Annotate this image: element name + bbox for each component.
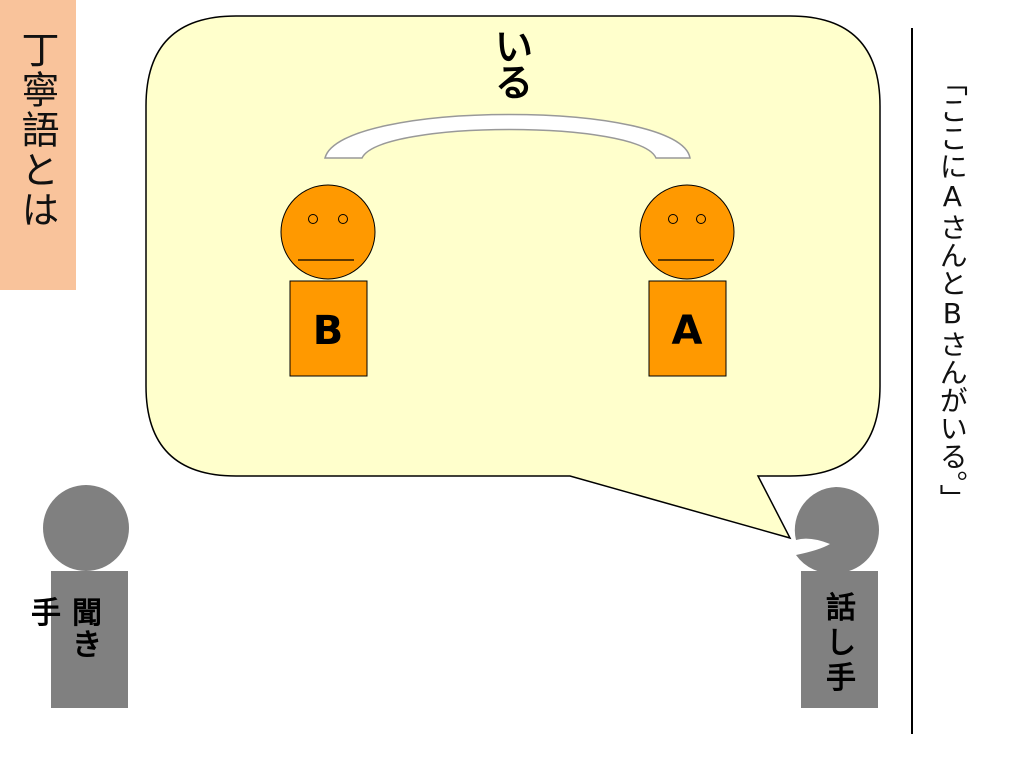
person-a-body [648,280,727,377]
bubble-word-bottom: る [495,61,533,105]
speaker-label-mid: し [826,626,856,661]
speech-bubble [145,15,881,540]
person-a-head [639,184,735,280]
listener-head [43,485,129,571]
vertical-divider [911,28,913,734]
person-a-eye-left [668,214,678,224]
speaker-figure: 話 し 手 [794,487,879,708]
speaker-label-top: 話 [826,591,856,626]
bubble-word-top: い [495,25,533,69]
person-a-letter: A [672,308,703,354]
person-b-body [289,280,368,377]
speaker-body [801,571,878,708]
listener-label-top: 聞 [72,596,102,631]
person-b: B [280,184,376,377]
person-b-head [280,184,376,280]
person-b-eye-left [308,214,318,224]
listener-body [51,571,128,708]
person-b-letter: B [313,308,344,354]
arc-connector [324,113,691,159]
page-title: 丁寧語とは [15,30,59,230]
person-b-eye-right [338,214,348,224]
title-panel: 丁寧語とは [0,0,76,290]
listener-label-bottom: き [72,628,102,663]
person-a-eye-right [696,214,706,224]
listener-figure: 聞 き 手 [31,485,129,708]
person-a: A [639,184,735,377]
quote-text: 「ここにAさんとBさんがいる。」 [935,68,969,512]
speaker-label-bottom: 手 [826,661,856,696]
listener-label-side: 手 [31,596,61,631]
speaker-head [794,487,879,574]
